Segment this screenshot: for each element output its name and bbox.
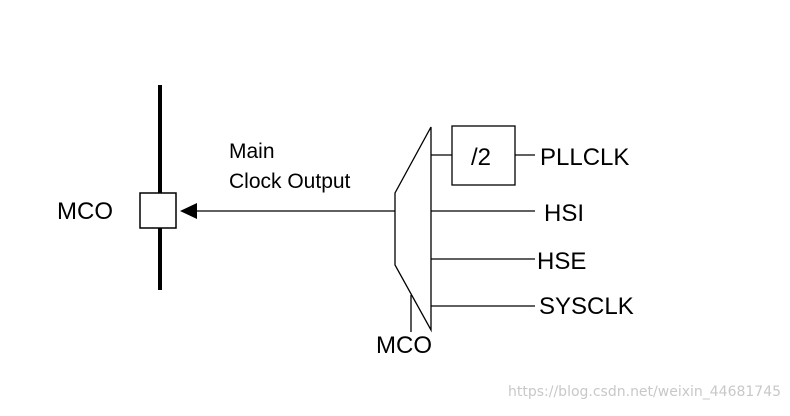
output-label-line2: Clock Output — [229, 170, 351, 193]
output-label-line1: Main — [229, 140, 275, 163]
mux-select-label: MCO — [376, 332, 432, 359]
clock-multiplexer — [394, 126, 432, 333]
mco-pin-box — [139, 192, 177, 229]
divide-by-two-box — [451, 125, 516, 186]
output-arrow-icon — [180, 203, 197, 219]
divider-label: /2 — [471, 144, 491, 171]
input-label-hsi: HSI — [544, 200, 584, 227]
input-label-sysclk: SYSCLK — [539, 293, 634, 320]
input-label-hse: HSE — [537, 248, 586, 275]
watermark-text: https://blog.csdn.net/weixin_44681745 — [508, 384, 781, 400]
mco-pin-label: MCO — [57, 198, 113, 225]
input-label-pllclk: PLLCLK — [540, 144, 629, 171]
